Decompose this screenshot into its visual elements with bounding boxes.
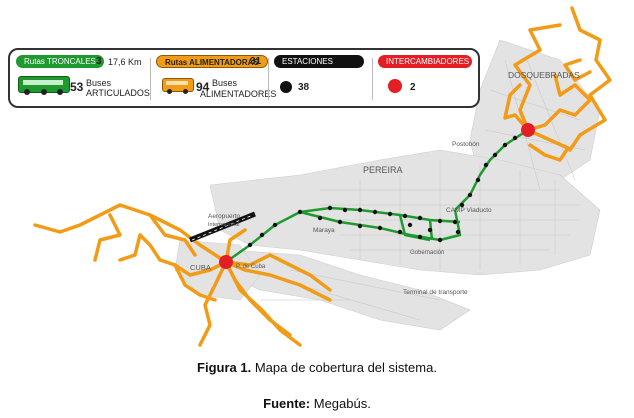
feeder-label1: Buses xyxy=(212,78,238,88)
source-caption-text: Megabús. xyxy=(310,396,371,411)
label-p-de-cuba: P. de Cuba xyxy=(236,264,266,270)
legend-divider xyxy=(372,58,373,100)
articulated-count: 53 xyxy=(70,80,84,94)
label-maraya: Maraya xyxy=(313,227,335,234)
interchanger-dosquebradas xyxy=(521,123,535,137)
urban-area xyxy=(174,39,601,331)
articulated-bus-icon xyxy=(18,76,70,95)
label-terminal: Terminal de transporte xyxy=(403,289,468,296)
troncales-km: 17,6 Km xyxy=(108,57,142,67)
airport-runway xyxy=(189,211,256,243)
feeder-routes xyxy=(33,6,612,347)
label-postobon: Postobón xyxy=(452,141,480,148)
label-pereira: PEREIRA xyxy=(363,165,403,175)
legend-divider xyxy=(268,58,269,100)
feeder-label2: ALIMENTADORES xyxy=(200,89,277,99)
troncales-count: 3 xyxy=(96,56,102,67)
station-dot-icon xyxy=(280,81,292,93)
figure-caption: Figura 1. Mapa de cobertura del sistema. xyxy=(0,360,634,375)
figure-caption-text: Mapa de cobertura del sistema. xyxy=(251,360,437,375)
estaciones-pill: ESTACIONES xyxy=(274,55,364,68)
interchanger-cuba xyxy=(219,255,233,269)
intercambiadores-pill: INTERCAMBIADORES xyxy=(378,55,472,68)
label-dosquebradas: DOSQUEBRADAS xyxy=(508,70,580,80)
source-caption-bold: Fuente: xyxy=(263,396,311,411)
legend-divider xyxy=(150,58,151,100)
label-aeropuerto: Aeropuerto xyxy=(208,213,241,220)
estaciones-count: 38 xyxy=(298,82,310,93)
label-camp-viaducto: CAMP Viaducto xyxy=(446,207,492,214)
label-cuba: CUBA xyxy=(190,263,211,272)
stations xyxy=(247,135,518,248)
label-internacional: Internacional xyxy=(208,222,240,228)
interchanger-dot-icon xyxy=(388,79,402,93)
source-caption: Fuente: Megabús. xyxy=(0,396,634,411)
coverage-map: DOSQUEBRADAS Postobón PEREIRA CAMP Viadu… xyxy=(33,6,612,347)
intercambiadores-count: 2 xyxy=(410,82,416,93)
feeder-count: 94 xyxy=(196,80,210,94)
place-labels: DOSQUEBRADAS Postobón PEREIRA CAMP Viadu… xyxy=(190,70,580,296)
articulated-label2: ARTICULADOS xyxy=(86,88,150,98)
alimentadoras-pill: Rutas ALIMENTADORAS xyxy=(156,55,268,68)
figure-caption-bold: Figura 1. xyxy=(197,360,252,375)
alimentadoras-count: 31 xyxy=(250,56,262,67)
feeder-bus-icon xyxy=(162,78,194,94)
map-legend: Rutas TRONCALES 3 17,6 Km 53 Buses ARTIC… xyxy=(8,48,480,108)
label-gobernacion: Gobernación xyxy=(410,250,444,256)
interchangers xyxy=(219,123,535,269)
articulated-label1: Buses xyxy=(86,78,112,88)
troncales-pill: Rutas TRONCALES xyxy=(16,55,104,68)
